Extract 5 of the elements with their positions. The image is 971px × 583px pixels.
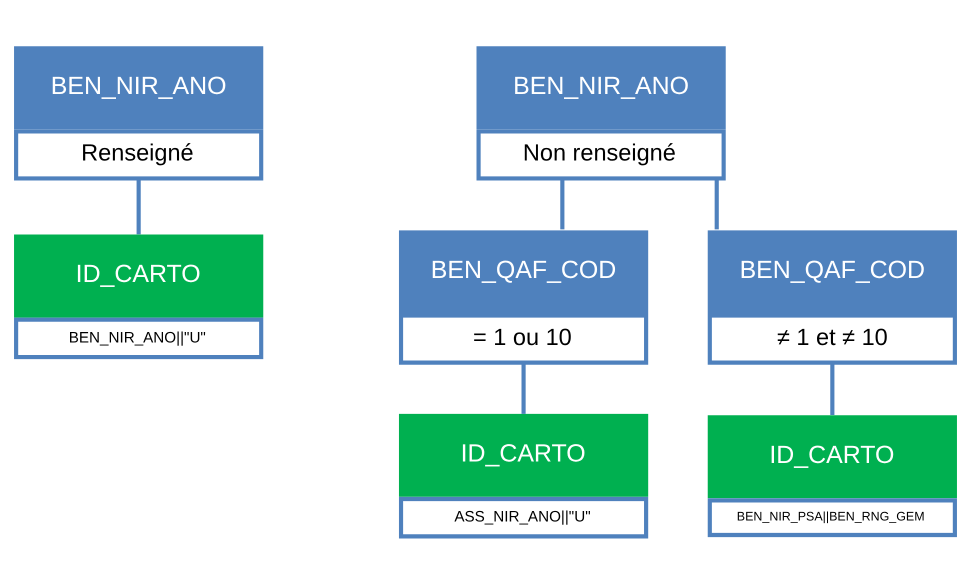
connector [522,364,526,414]
connector [136,180,141,234]
connector [830,364,834,414]
connector [714,180,719,229]
connector [560,180,564,229]
